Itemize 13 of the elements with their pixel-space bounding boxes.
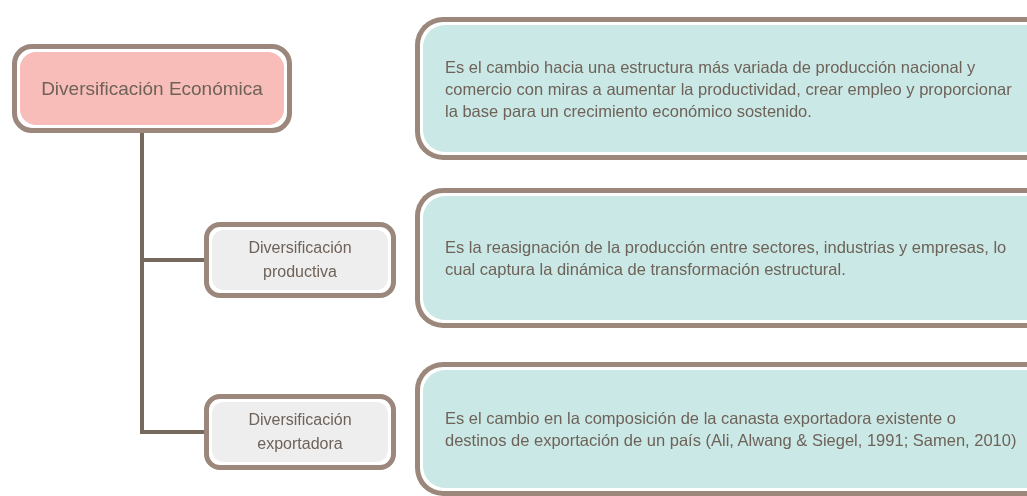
category-box	[204, 222, 396, 298]
concept-label: Diversificación exportadora	[247, 410, 353, 454]
definition-card	[415, 17, 1027, 160]
definition-card	[415, 362, 1027, 496]
concept-label: Diversificación productiva	[247, 238, 353, 282]
category-box	[204, 394, 396, 470]
definition-text: Es el cambio hacia una estructura más variada de producción nacional y comercio con miras a aumentar la productividad, crear empleo y proporcionar la base para un crecimiento económico sostenido.	[445, 56, 1013, 122]
definition-text: Es la reasignación de la producción entre sectores, industrias y empresas, lo cual captura la dinámica de transformación estructural.	[445, 237, 1008, 280]
definition-card	[415, 188, 1027, 328]
concept-label: Diversificación Económica	[40, 76, 264, 101]
concept-box	[12, 44, 292, 133]
connector-line	[140, 133, 204, 434]
definition-text: Es el cambio en la composición de la canasta exportadora existente o destinos de exportación de un país (Ali, Alwang & Siegel, 1991; Samen, 2010)	[445, 408, 1018, 451]
